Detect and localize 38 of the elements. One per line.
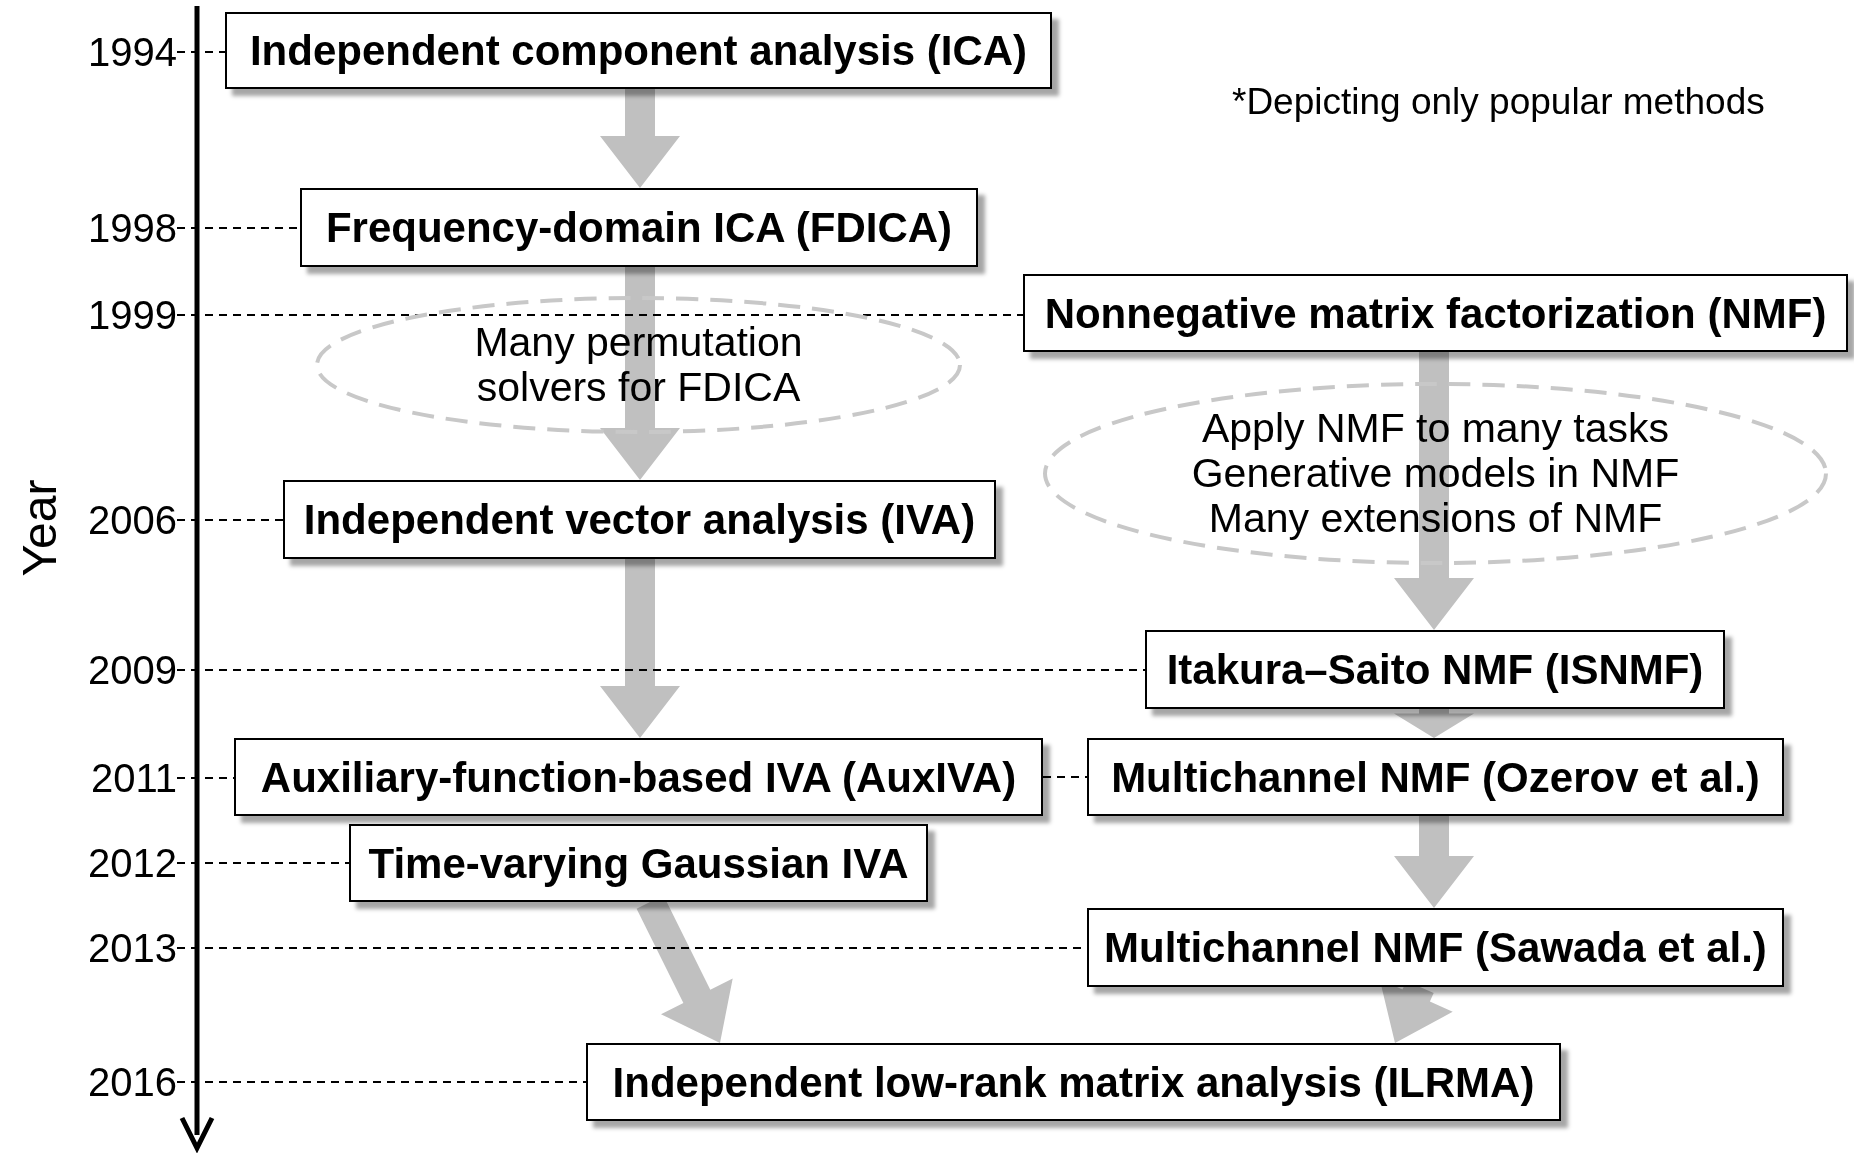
block-arrow [600, 559, 680, 738]
dashed-line [1042, 776, 1088, 778]
block-arrow [1394, 352, 1474, 630]
year-label: 2011 [91, 755, 177, 802]
year-label: 2009 [88, 647, 177, 694]
year-label: 1994 [88, 29, 177, 76]
note-text: Many permutation solvers for FDICA [473, 319, 804, 411]
method-box: Nonnegative matrix factorization (NMF) [1023, 274, 1848, 352]
method-box: Frequency-domain ICA (FDICA) [300, 188, 978, 267]
dashed-line [176, 1081, 587, 1083]
note-text: Generative models in NMF [1191, 450, 1680, 497]
year-label: 1998 [88, 205, 177, 252]
dashed-line [176, 51, 226, 53]
method-box: Multichannel NMF (Ozerov et al.) [1087, 738, 1784, 816]
year-label: 1999 [88, 292, 177, 339]
note-text: Apply NMF to many tasks [1201, 405, 1670, 451]
dashed-line [176, 519, 284, 521]
method-box: Auxiliary-function-based IVA (AuxIVA) [234, 738, 1043, 816]
block-arrow [600, 89, 680, 188]
method-box: Multichannel NMF (Sawada et al.) [1087, 908, 1784, 987]
footnote: *Depicting only popular methods [1232, 80, 1765, 124]
method-box: Itakura–Saito NMF (ISNMF) [1145, 630, 1725, 709]
block-arrow [1394, 816, 1474, 908]
axis-title: Year [12, 479, 68, 577]
dashed-line [176, 314, 1024, 316]
method-box: Independent component analysis (ICA) [225, 12, 1052, 89]
dashed-line [176, 862, 350, 864]
year-label: 2012 [88, 840, 177, 887]
method-box: Independent vector analysis (IVA) [283, 480, 996, 559]
method-box: Time-varying Gaussian IVA [349, 824, 928, 902]
year-label: 2006 [88, 497, 177, 544]
year-label: 2013 [88, 925, 177, 972]
block-arrow [600, 267, 680, 480]
dashed-line [176, 669, 1146, 671]
block-arrow [1394, 709, 1474, 738]
note-text: Many extensions of NMF [1208, 496, 1663, 542]
year-label: 2016 [88, 1059, 177, 1106]
method-box: Independent low-rank matrix analysis (ILRMA) [586, 1043, 1561, 1121]
